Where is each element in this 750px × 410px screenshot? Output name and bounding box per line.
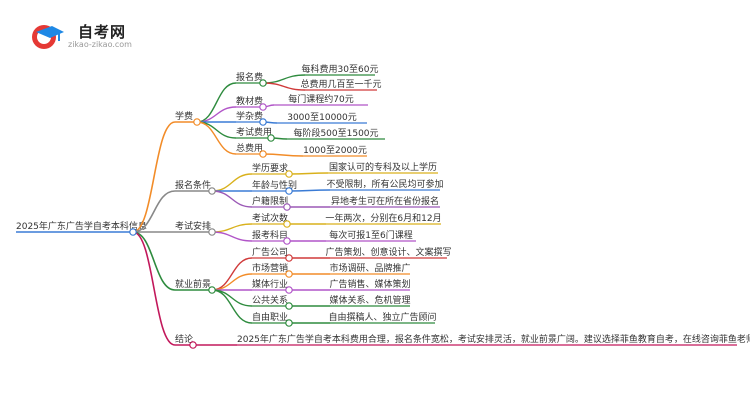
branch-label-2: 考试安排 <box>175 220 211 232</box>
sub-connector-3-3 <box>211 289 253 307</box>
sub-connector-0-0 <box>196 82 237 123</box>
sub-label-1-0: 学历要求 <box>252 162 288 174</box>
sub-connector-0-3 <box>196 121 237 139</box>
leaf-label-0-0-1: 总费用几百至一千元 <box>300 78 381 90</box>
leaf-label-1-1-0: 不受限制，所有公民均可参加 <box>326 178 443 190</box>
leaf-label-0-0-0: 每科费用30至60元 <box>302 63 379 75</box>
sub-node-dot-2-0 <box>283 220 291 228</box>
sub-label-3-2: 媒体行业 <box>252 278 288 290</box>
sub-node-dot-0-0 <box>259 79 267 87</box>
sub-label-3-1: 市场营销 <box>252 262 288 274</box>
leaf-label-3-4-0: 自由撰稿人、独立广告顾问 <box>328 311 436 323</box>
leaf-label-3-0-0: 广告策划、创意设计、文案撰写 <box>325 246 451 258</box>
site-title: 自考网 <box>78 23 127 41</box>
sub-connector-2-0 <box>211 223 253 233</box>
leaf-label-0-3-0: 每阶段500至1500元 <box>293 127 378 139</box>
sub-label-0-3: 考试费用 <box>236 126 272 138</box>
leaf-label-2-0-0: 一年两次，分别在6月和12月 <box>325 212 441 224</box>
leaf-connector-1-0-0 <box>288 172 329 175</box>
sub-label-3-4: 自由职业 <box>252 311 288 323</box>
branch-connector-4 <box>132 231 176 346</box>
branch-label-0: 学费 <box>175 110 193 122</box>
sub-label-0-0: 报名费 <box>236 71 263 83</box>
leaf-label-3-1-0: 市场调研、品牌推广 <box>329 262 410 274</box>
leaf-label-0-1-0: 每门课程约70元 <box>288 93 353 105</box>
branch-connector-1 <box>132 190 176 233</box>
site-header: 自考网 zikao-zikao.com <box>0 0 750 56</box>
leaf-label-2-1-0: 每次可报1至6门课程 <box>329 229 412 241</box>
sub-node-dot-1-0 <box>285 170 293 178</box>
sub-node-dot-0-4 <box>259 150 267 158</box>
leaf-label-3-2-0: 广告销售、媒体策划 <box>329 278 410 290</box>
sub-node-dot-3-4 <box>285 319 293 327</box>
sub-node-dot-3-3 <box>285 302 293 310</box>
branch-node-dot-3 <box>208 286 216 294</box>
sub-label-2-1: 报考科目 <box>252 229 288 241</box>
sub-connector-2-1 <box>211 231 253 242</box>
leaf-label-4-0: 2025年广东广告学自考本科费用合理，报名条件宽松，考试安排灵活，就业前景广阔。… <box>237 333 750 345</box>
branch-connector-3 <box>132 231 176 291</box>
branch-node-dot-2 <box>208 228 216 236</box>
leaf-label-0-2-0: 3000至10000元 <box>287 112 357 123</box>
sub-node-dot-0-3 <box>267 134 275 142</box>
sub-node-dot-2-1 <box>283 237 291 245</box>
branch-label-4: 结论 <box>175 333 193 345</box>
sub-node-dot-1-2 <box>283 203 291 211</box>
sub-label-3-0: 广告公司 <box>252 246 288 258</box>
branch-label-1: 报名条件 <box>175 179 211 191</box>
leaf-label-1-2-0: 异地考生可在所在省份报名 <box>331 195 439 207</box>
branch-node-dot-1 <box>208 187 216 195</box>
leaf-connector-0-0-0 <box>262 74 306 84</box>
sub-label-0-2: 学杂费 <box>236 110 263 122</box>
sub-label-3-3: 公共关系 <box>252 294 288 306</box>
leaf-label-3-3-0: 媒体关系、危机管理 <box>329 294 410 306</box>
sub-node-dot-3-1 <box>285 270 293 278</box>
sub-connector-3-4 <box>211 289 253 324</box>
sub-connector-1-0 <box>211 173 253 192</box>
sub-connector-3-1 <box>211 273 253 291</box>
sub-label-1-1: 年龄与性别 <box>252 179 297 191</box>
branch-label-3: 就业前景 <box>175 278 211 290</box>
sub-connector-1-2 <box>211 190 253 208</box>
sub-label-0-4: 总费用 <box>236 142 263 154</box>
sub-node-dot-1-1 <box>285 187 293 195</box>
leaf-label-1-0-0: 国家认可的专科及以上学历 <box>329 161 437 173</box>
leaf-connector-0-4-0 <box>262 153 304 157</box>
cap-logo-icon <box>32 25 64 49</box>
root-node-dot <box>129 228 137 236</box>
sub-node-dot-3-2 <box>285 286 293 294</box>
sub-node-dot-0-1 <box>259 103 267 111</box>
leaf-label-0-4-0: 1000至2000元 <box>303 145 367 156</box>
leaf-connector-0-0-1 <box>262 82 306 91</box>
sub-connector-0-1 <box>196 106 237 123</box>
sub-label-2-0: 考试次数 <box>252 212 288 224</box>
sub-node-dot-0-2 <box>259 118 267 126</box>
branch-node-dot-0 <box>193 118 201 126</box>
root-label: 2025年广东广告学自考本科信息 <box>16 220 147 232</box>
sub-node-dot-3-0 <box>285 254 293 262</box>
site-url: zikao-zikao.com <box>68 40 132 49</box>
branch-connector-0 <box>132 121 176 233</box>
sub-label-0-1: 教材费 <box>236 95 263 107</box>
leaf-connector-1-1-0 <box>288 189 331 192</box>
branch-node-dot-4 <box>189 341 197 349</box>
sub-connector-0-4 <box>196 121 237 155</box>
sub-label-1-2: 户籍限制 <box>252 195 288 207</box>
